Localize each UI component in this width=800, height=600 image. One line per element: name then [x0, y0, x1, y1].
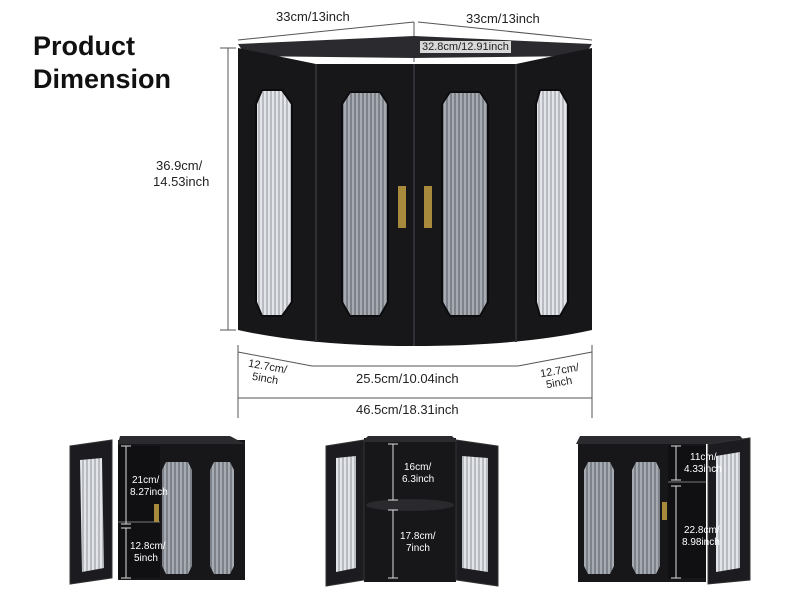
total-width-label: 46.5cm/18.31inch: [356, 402, 459, 417]
detail-left-upper-line-1: 21cm/: [132, 475, 160, 486]
page-title: Product Dimension: [33, 30, 171, 96]
detail-center-lower-line-1: 17.8cm/: [400, 531, 436, 542]
title-line-2: Dimension: [33, 64, 172, 94]
detail-center-cabinet: [325, 436, 499, 587]
detail-center-upper-line-2: 6.3inch: [402, 474, 435, 485]
detail-right-upper-line-2: 4.33inch: [684, 464, 722, 475]
height-label-line-2: 14.53inch: [153, 174, 210, 189]
detail-center-upper-line-1: 16cm/: [404, 462, 432, 473]
title-line-1: Product: [33, 31, 136, 61]
main-cabinet: [238, 36, 592, 346]
detail-right-lower-line-1: 22.8cm/: [684, 525, 720, 536]
width-left-label: 33cm/13inch: [276, 9, 350, 24]
front-width-label: 25.5cm/10.04inch: [356, 371, 459, 386]
detail-right-lower-line-2: 8.98inch: [682, 537, 720, 548]
height-label-line-1: 36.9cm/: [156, 158, 203, 173]
detail-left-cabinet: [69, 436, 245, 585]
detail-right-upper-line-1: 11cm/: [690, 452, 717, 463]
detail-left-upper-line-2: 8.27inch: [130, 487, 168, 498]
detail-left-lower-line-1: 12.8cm/: [130, 541, 166, 552]
depth-label: 32.8cm/12.91inch: [420, 41, 511, 53]
width-right-label: 33cm/13inch: [466, 11, 540, 26]
dimension-lines: [220, 21, 593, 418]
detail-left-lower-line-2: 5inch: [134, 553, 158, 564]
detail-right-cabinet: [576, 436, 751, 585]
detail-center-lower-line-2: 7inch: [406, 543, 430, 554]
